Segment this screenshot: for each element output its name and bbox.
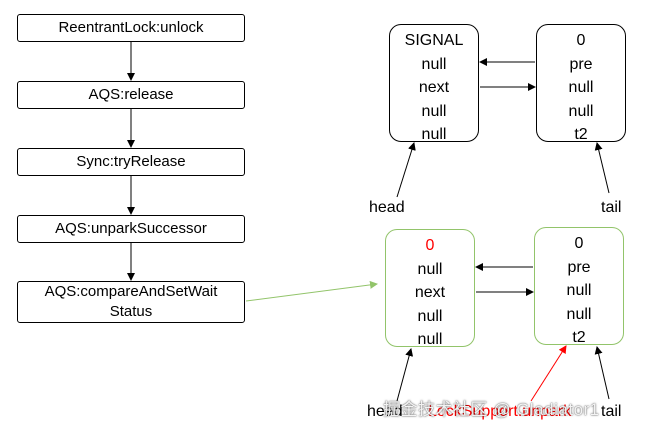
after-tail-node: 0 pre null null t2 (534, 227, 624, 346)
before-head-pointer (396, 142, 416, 198)
node-field: 0 (576, 32, 586, 49)
flow-step-label-line2: Status (109, 303, 153, 320)
node-field: t2 (574, 126, 588, 143)
node-field: null (421, 55, 447, 73)
node-field: null (566, 305, 592, 323)
flow-step-reentrantlock-unlock: ReentrantLock:unlock (17, 14, 245, 42)
node-field: null (417, 307, 443, 325)
flow-step-label: Sync:tryRelease (76, 153, 186, 170)
flow-step-label: AQS:release (88, 86, 174, 103)
before-tail-pointer (594, 142, 610, 194)
node-field: null (421, 126, 447, 143)
flow-step-aqs-unparksuccessor: AQS:unparkSuccessor (17, 215, 245, 243)
node-field: null (568, 102, 594, 120)
node-field: t2 (572, 329, 586, 346)
before-tail-node: 0 pre null null t2 (536, 24, 626, 143)
node-field: null (417, 331, 443, 348)
after-head-node: 0 null next null null (385, 229, 475, 348)
node-field: next (418, 79, 450, 96)
unpark-red-arrow (530, 345, 567, 402)
before-head-label: head (369, 199, 405, 216)
flow-step-label: AQS:unparkSuccessor (55, 220, 207, 237)
after-tail-pointer (594, 346, 610, 400)
flow-step-label-line1: AQS:compareAndSetWait (44, 283, 218, 300)
after-head-pointer (396, 348, 414, 402)
flow-step-label: ReentrantLock:unlock (58, 19, 204, 36)
node-field: pre (567, 258, 591, 276)
node-field: SIGNAL (404, 32, 464, 49)
node-field: null (417, 260, 443, 278)
cas-green-arrow (245, 280, 378, 302)
flow-step-aqs-release: AQS:release (17, 81, 245, 109)
unpark-label: LockSupport.unpark (428, 403, 572, 420)
before-head-node: SIGNAL null next null null (389, 24, 479, 143)
node-field: null (568, 79, 594, 96)
node-field: next (414, 284, 446, 301)
node-field: null (566, 282, 592, 299)
node-field: pre (569, 55, 593, 73)
flow-step-aqs-compareandsetwaitstatus: AQS:compareAndSetWait Status (17, 281, 245, 323)
after-head-label: head (367, 403, 403, 420)
before-tail-label: tail (601, 199, 622, 216)
after-tail-label: tail (601, 403, 622, 420)
node-field: 0 (574, 235, 584, 252)
watermark: 掘金技术社区 @ Gladiator1 (383, 400, 600, 419)
node-field-waitstatus: 0 (425, 237, 435, 254)
flow-step-sync-tryrelease: Sync:tryRelease (17, 148, 245, 176)
node-field: null (421, 102, 447, 120)
